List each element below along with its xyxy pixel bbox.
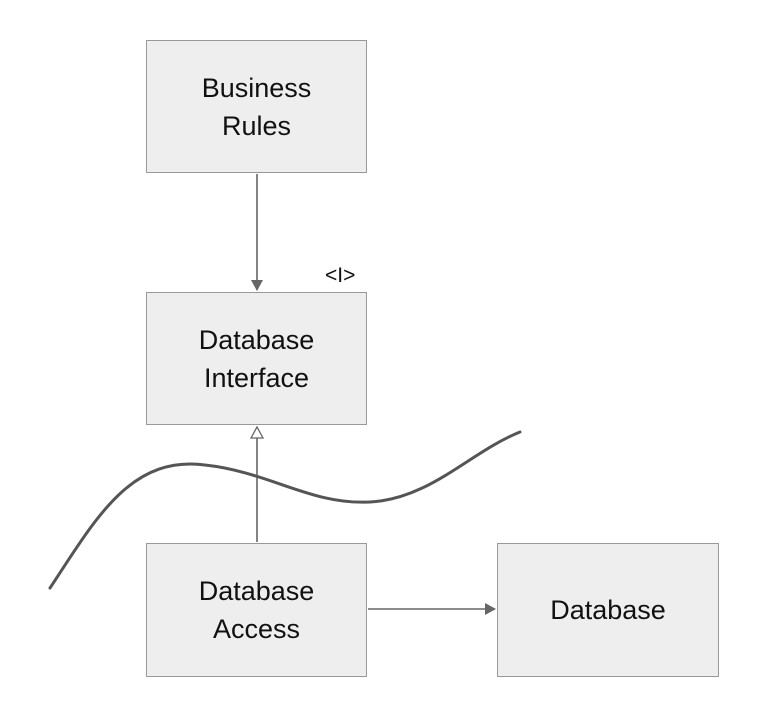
database-interface-label: Database Interface — [198, 324, 315, 393]
interface-marker: <I> — [325, 264, 356, 287]
database-box: Database — [497, 543, 719, 677]
database-interface-box: Database Interface — [146, 292, 367, 425]
business-rules-label: Business Rules — [201, 72, 312, 141]
business-rules-box: Business Rules — [146, 40, 367, 173]
database-access-label: Database Access — [198, 576, 315, 644]
boundary-curve — [48, 430, 522, 590]
database-access-box: Database Access — [146, 543, 367, 677]
database-label: Database — [550, 595, 666, 625]
